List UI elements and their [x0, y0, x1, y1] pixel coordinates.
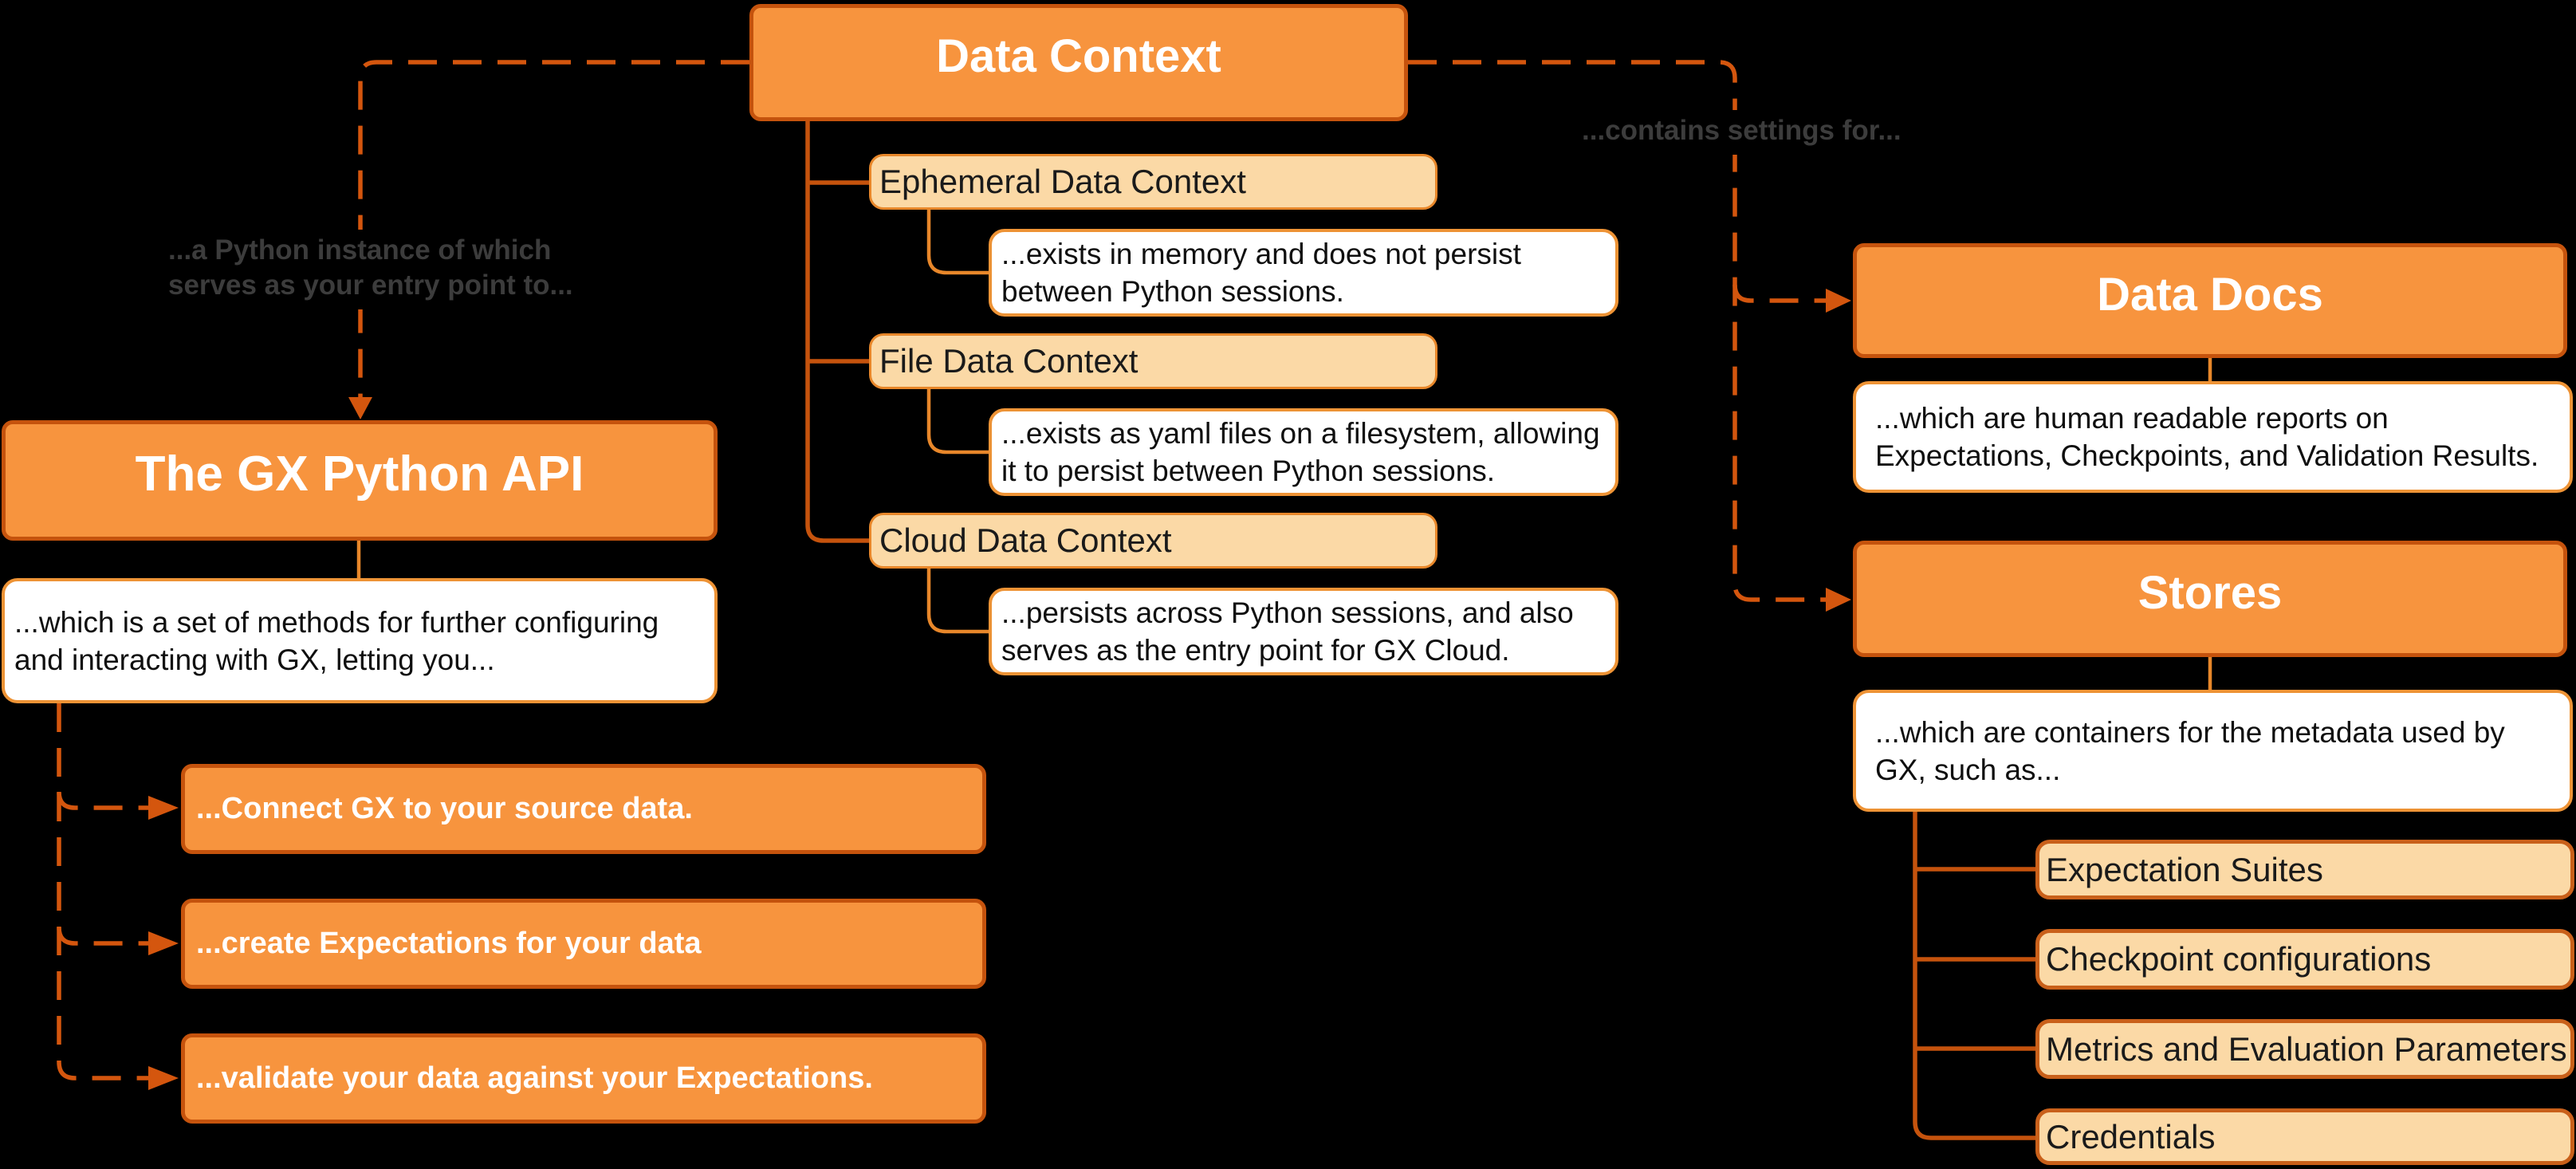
node-title: File Data Context [879, 342, 1139, 380]
node-title: ...validate your data against your Expec… [196, 1061, 873, 1095]
description-line: ...which are containers for the metadata… [1875, 715, 2505, 749]
description-file-data-context: ...exists as yaml files on a filesystem,… [989, 408, 1618, 496]
node-data-context: Data Context [749, 4, 1408, 121]
arrowheads [148, 289, 1851, 1090]
node-title: Metrics and Evaluation Parameters [2046, 1029, 2567, 1068]
node-title: Credentials [2046, 1117, 2216, 1155]
description-line: it to persist between Python sessions. [1001, 455, 1496, 487]
description-line: between Python sessions. [1001, 275, 1344, 308]
node-title: ...create Expectations for your data [196, 927, 702, 960]
description-ephemeral-data-context: ...exists in memory and does not persist… [989, 229, 1618, 317]
edge-label-contains-settings: ...contains settings for... [1577, 110, 1913, 155]
node-action-connect-source-data: ...Connect GX to your source data. [181, 764, 986, 854]
description-line: GX, such as... [1875, 753, 2061, 786]
description-cloud-data-context: ...persists across Python sessions, and … [989, 588, 1618, 675]
node-title: Stores [2137, 566, 2283, 619]
node-checkpoint-configurations: Checkpoint configurations [2035, 929, 2574, 990]
node-expectation-suites: Expectation Suites [2035, 840, 2574, 899]
tree-connector-data-context [805, 121, 869, 543]
dashed-arrow-lines [57, 60, 1826, 1080]
description-line: ...persists across Python sessions, and … [1001, 596, 1574, 629]
tree-connector-stores [1913, 812, 2035, 1140]
node-title: The GX Python API [135, 447, 584, 502]
node-cloud-data-context: Cloud Data Context [869, 513, 1437, 569]
description-gx-python-api: ...which is a set of methods for further… [2, 578, 718, 703]
node-title: Checkpoint configurations [2046, 940, 2432, 978]
description-line: ...exists in memory and does not persist [1001, 238, 1521, 270]
edge-label-python-instance: ...a Python instance of which serves as … [163, 230, 584, 309]
node-metrics-evaluation-parameters: Metrics and Evaluation Parameters [2035, 1019, 2574, 1079]
node-stores: Stores [1853, 541, 2567, 657]
description-line: serves as the entry point for GX Cloud. [1001, 634, 1510, 667]
node-title: ...Connect GX to your source data. [196, 792, 693, 825]
edge-label-line: ...a Python instance of which [168, 234, 552, 266]
node-file-data-context: File Data Context [869, 333, 1437, 389]
node-gx-python-api: The GX Python API [2, 420, 718, 541]
node-action-create-expectations: ...create Expectations for your data [181, 899, 986, 989]
node-title: Ephemeral Data Context [879, 163, 1246, 200]
node-title: Expectation Suites [2046, 850, 2323, 888]
description-stores: ...which are containers for the metadata… [1853, 690, 2573, 812]
edge-label-line: ...contains settings for... [1582, 115, 1902, 146]
description-line: ...which are human readable reports on [1875, 402, 2389, 435]
node-title: Cloud Data Context [879, 522, 1172, 559]
elbow-connectors-descriptions [356, 210, 2212, 690]
description-line: ...exists as yaml files on a filesystem,… [1001, 417, 1600, 450]
node-ephemeral-data-context: Ephemeral Data Context [869, 154, 1437, 210]
node-action-validate-data: ...validate your data against your Expec… [181, 1033, 986, 1124]
description-line: and interacting with GX, letting you... [14, 643, 495, 676]
node-title: Data Docs [2097, 268, 2323, 321]
description-line: ...which is a set of methods for further… [14, 605, 659, 639]
node-credentials: Credentials [2035, 1108, 2574, 1165]
description-data-docs: ...which are human readable reports on E… [1853, 381, 2573, 493]
description-line: Expectations, Checkpoints, and Validatio… [1875, 439, 2539, 472]
edge-label-line: serves as your entry point to... [168, 270, 573, 301]
node-title: Data Context [936, 30, 1221, 82]
node-data-docs: Data Docs [1853, 243, 2567, 358]
